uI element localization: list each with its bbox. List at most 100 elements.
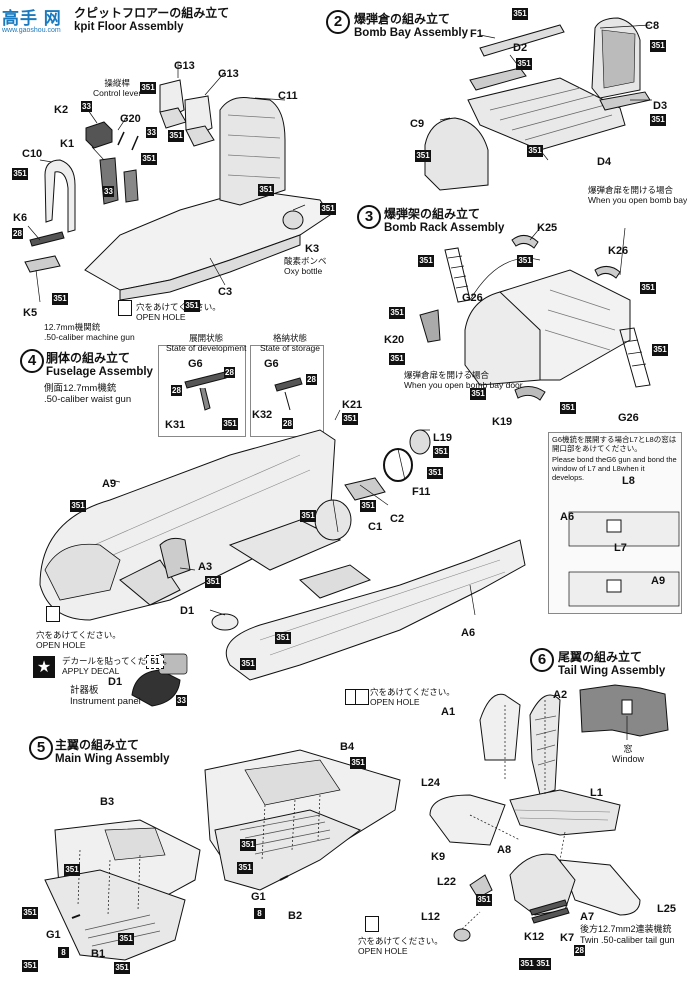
- color-tag: 351: [516, 58, 532, 70]
- color-tag: 351: [652, 344, 668, 356]
- label-g6-stor: G6: [264, 358, 279, 370]
- label-k20: K20: [384, 334, 405, 346]
- label-k3: K3: [305, 243, 320, 255]
- color-tag: 351: [476, 894, 492, 906]
- oxy-bottle-label: 酸素ボンベ Oxy bottle: [284, 256, 327, 276]
- color-tag: 351: [184, 300, 200, 312]
- waist-gun-label: 側面12.7mm機銃 .50-caliber waist gun: [44, 383, 132, 405]
- label-k6: K6: [13, 212, 28, 224]
- label-c2: C2: [390, 513, 405, 525]
- label-k19: K19: [492, 416, 513, 428]
- color-tag: 351: [22, 960, 38, 972]
- label-g13-b: G13: [218, 68, 239, 80]
- step6-title-jp: 尾翼の組み立て: [558, 650, 643, 664]
- color-tag: 351: [389, 353, 405, 365]
- step1-title-en: kpit Floor Assembly: [74, 21, 184, 33]
- label-c3: C3: [218, 286, 233, 298]
- step6-title-en: Tail Wing Assembly: [558, 665, 666, 677]
- open-hole-icon: [118, 300, 132, 316]
- label-d1-a: D1: [180, 605, 195, 617]
- label-k5: K5: [23, 307, 38, 319]
- color-tag: 351: [519, 958, 535, 970]
- window-note-en: Please bond theG6 gun and bond the windo…: [552, 455, 677, 482]
- label-l7: L7: [614, 542, 627, 554]
- label-a2: A2: [553, 689, 568, 701]
- label-k1: K1: [60, 138, 75, 150]
- step3-number: 3: [357, 205, 381, 229]
- color-tag: 351: [433, 446, 449, 458]
- development-state-label: 展開状態 State of development: [166, 333, 247, 353]
- color-tag: 351: [415, 150, 431, 162]
- color-tag: 351: [64, 864, 80, 876]
- label-f11: F11: [412, 486, 431, 498]
- color-tag: 351: [300, 510, 316, 522]
- label-l1: L1: [590, 787, 603, 799]
- label-c11: C11: [278, 90, 298, 102]
- color-tag: 351: [168, 130, 184, 142]
- open-hole-icon: [365, 916, 379, 932]
- color-tag: 351: [118, 933, 134, 945]
- color-tag: 351: [205, 576, 221, 588]
- label-g1-right: G1: [251, 891, 266, 903]
- label-g26-a: G26: [462, 292, 483, 304]
- label-k2: K2: [54, 104, 69, 116]
- open-hole-icon: [46, 606, 60, 622]
- color-tag: 351: [12, 168, 28, 180]
- color-tag: 351: [342, 413, 358, 425]
- label-g6-dev: G6: [188, 358, 203, 370]
- color-tag: 33: [81, 101, 92, 112]
- open-bomb-bay-note-bottom: 爆弾倉扉を開ける場合 When you open bomb bay door: [404, 370, 523, 390]
- color-tag: 351: [470, 388, 486, 400]
- label-l22: L22: [437, 876, 456, 888]
- color-tag: 351: [141, 153, 157, 165]
- color-tag: 351: [650, 40, 666, 52]
- window-label: 窓 Window: [612, 744, 645, 764]
- label-d1-b: D1: [108, 676, 123, 688]
- color-tag: 351: [512, 8, 528, 20]
- step3-title: 爆弾架の組み立て Bomb Rack Assembly: [384, 205, 504, 234]
- storage-state-inset: [250, 345, 324, 437]
- step4-title-en: Fuselage Assembly: [46, 366, 153, 378]
- step5-title: 主翼の組み立て Main Wing Assembly: [55, 736, 170, 765]
- label-k12: K12: [524, 931, 545, 943]
- site-logo: 高手 网: [2, 9, 62, 28]
- label-c8: C8: [645, 20, 660, 32]
- label-b1: B1: [91, 948, 106, 960]
- color-tag: 351: [560, 402, 576, 414]
- label-l25: L25: [657, 903, 676, 915]
- step2-title: 爆弾倉の組み立て Bomb Bay Assembly: [354, 10, 468, 39]
- label-l12: L12: [421, 911, 440, 923]
- color-tag: 351: [650, 114, 666, 126]
- color-tag: 351: [140, 82, 156, 94]
- step5-title-en: Main Wing Assembly: [55, 753, 170, 765]
- color-tag: 8: [58, 947, 69, 958]
- step4-title: 胴体の組み立て Fuselage Assembly: [46, 349, 153, 378]
- label-c9: C9: [410, 118, 425, 130]
- step5-title-jp: 主翼の組み立て: [55, 738, 140, 752]
- color-tag: 351: [275, 632, 291, 644]
- color-tag: 33: [103, 186, 114, 197]
- open-hole-icon: [355, 689, 369, 705]
- color-tag: 351: [360, 500, 376, 512]
- label-b3: B3: [100, 796, 115, 808]
- label-a6-note: A6: [560, 511, 575, 523]
- window-note-box: G6機銃を展開する場合L7とL8の窓は開口部をあけてください。 Please b…: [548, 432, 682, 614]
- step1-title-jp: クピットフロアーの組み立て: [74, 6, 230, 20]
- storage-state-label: 格納状態 State of storage: [260, 333, 321, 353]
- color-tag: 33: [146, 127, 157, 138]
- label-k32: K32: [252, 409, 273, 421]
- label-c1: C1: [368, 521, 383, 533]
- color-tag: 351: [258, 184, 274, 196]
- open-hole-label: 穴をあけてください。 OPEN HOLE: [136, 302, 221, 322]
- color-tag: 351: [240, 839, 256, 851]
- label-g13-a: G13: [174, 60, 195, 72]
- decal-icon: ★: [33, 656, 55, 678]
- step2-title-en: Bomb Bay Assembly: [354, 27, 468, 39]
- color-tag: 28: [282, 418, 293, 429]
- label-b4: B4: [340, 741, 355, 753]
- label-k21: K21: [342, 399, 363, 411]
- label-b2: B2: [288, 910, 303, 922]
- label-g20: G20: [120, 113, 141, 125]
